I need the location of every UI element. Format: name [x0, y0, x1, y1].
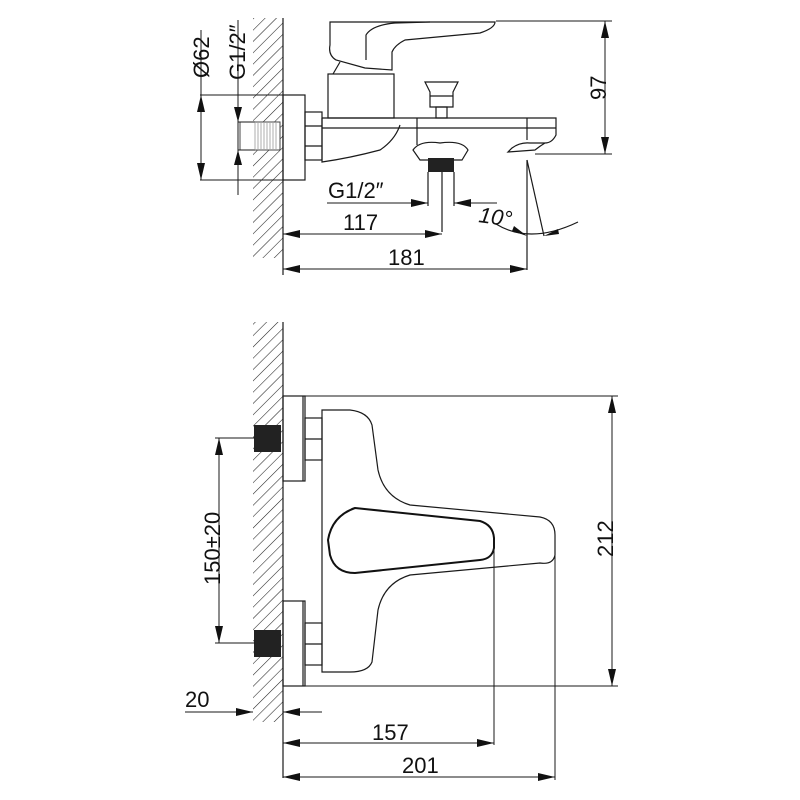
inlet-thread-top [254, 425, 281, 452]
dim-wall-thickness: 20 [185, 687, 209, 712]
dim-total-length: 201 [402, 753, 439, 778]
dim-height-front: 212 [593, 520, 618, 557]
dim-inlet-centers: 150±20 [200, 512, 225, 585]
front-view: 150±20 212 20 157 201 [185, 322, 618, 781]
side-view: Ø62 G1/2″ 97 G1/2″ 117 10° 181 [189, 18, 612, 275]
dim-handle-length: 157 [372, 720, 409, 745]
dim-height-side: 97 [586, 76, 611, 100]
wall-hatch-front [253, 322, 283, 722]
dim-body-diameter: Ø62 [189, 36, 214, 78]
dim-outlet-distance: 117 [343, 210, 378, 235]
dim-inlet-thread: G1/2″ [225, 24, 250, 80]
dim-outlet-thread: G1/2″ [328, 178, 384, 203]
handle-lever [326, 506, 495, 575]
dim-total-projection: 181 [388, 245, 425, 270]
inlet-thread-bottom [254, 630, 281, 657]
dim-spout-angle: 10° [477, 202, 514, 231]
